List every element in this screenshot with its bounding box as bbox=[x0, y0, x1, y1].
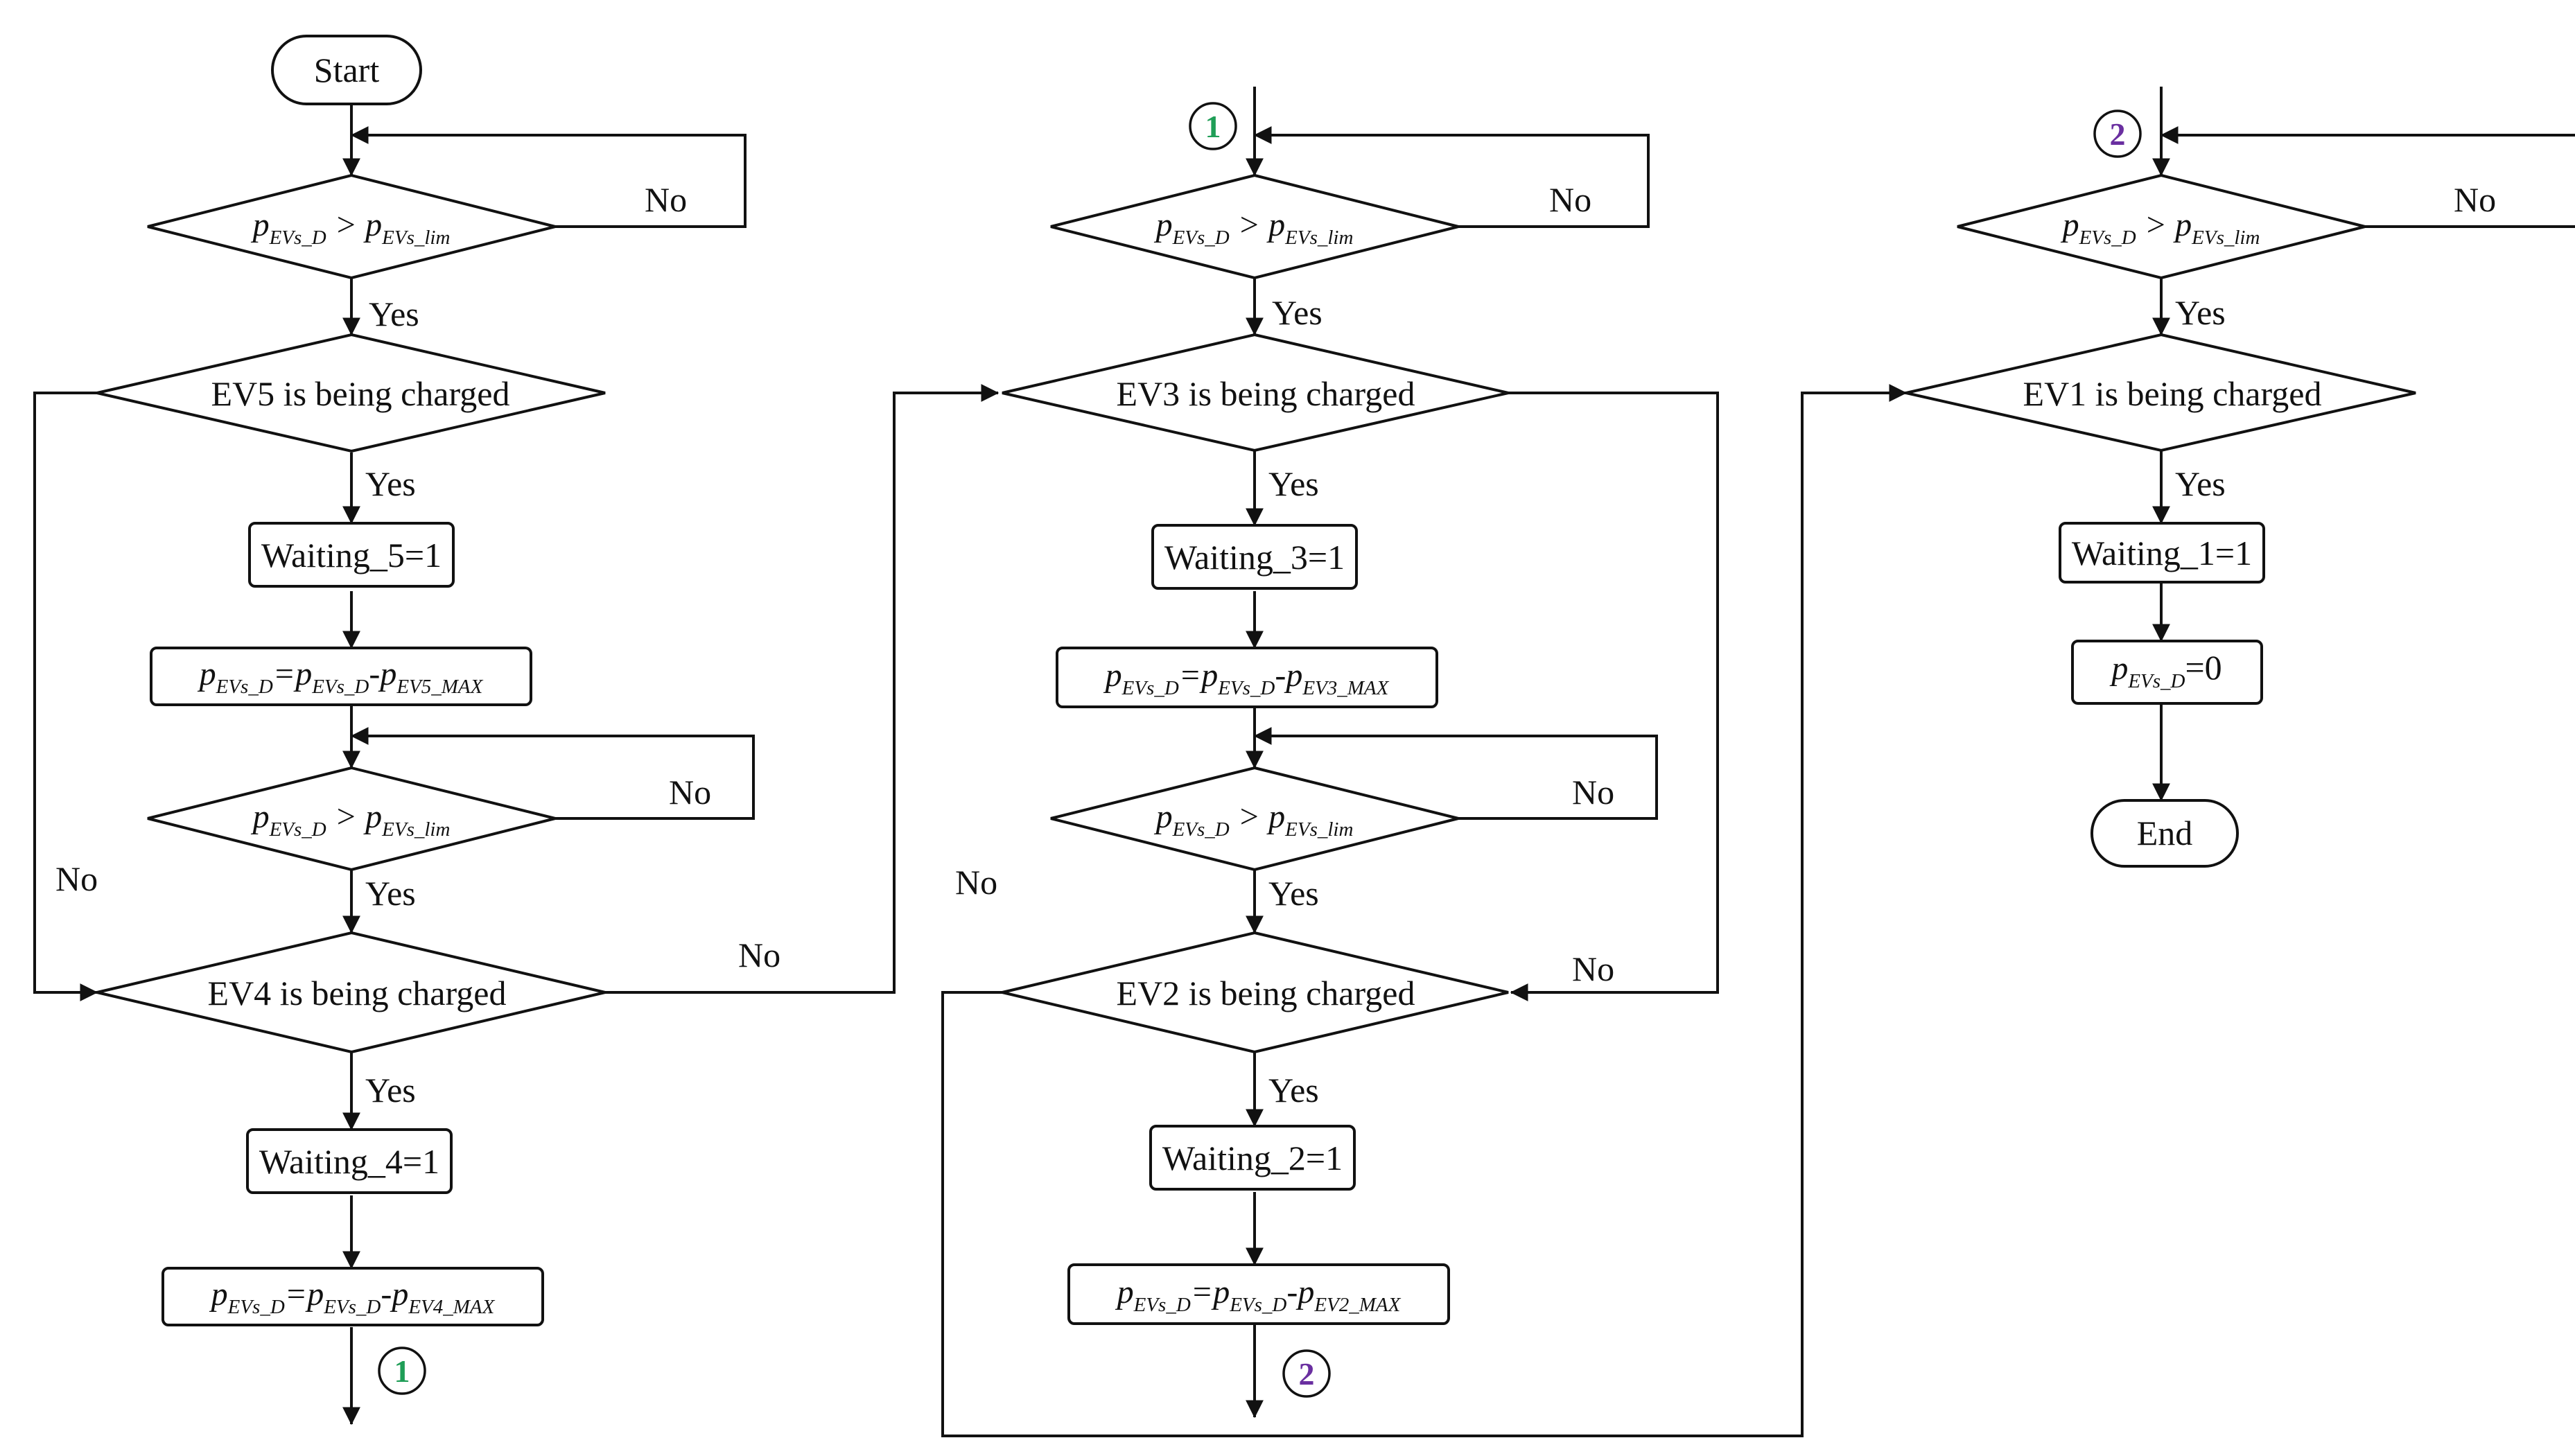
process-label: Waiting_2=1 bbox=[1162, 1139, 1343, 1177]
yes-label: Yes bbox=[1268, 464, 1319, 503]
yes-label: Yes bbox=[365, 464, 416, 503]
decision-power-limit-1: pEVs_D>pEVs_lim bbox=[147, 173, 556, 280]
branch-labels: Yes Yes Yes Yes Yes Yes Yes Yes Yes Yes … bbox=[55, 180, 2496, 1109]
decision-label: EV3 is being charged bbox=[1117, 374, 1415, 413]
decision-label: EV1 is being charged bbox=[2023, 374, 2322, 413]
equation-text: pEVs_D=pEVs_D-pEV5_MAX bbox=[198, 656, 484, 698]
flow-lines bbox=[33, 87, 2575, 1437]
no-label: No bbox=[738, 936, 780, 974]
start-terminal: Start bbox=[271, 35, 422, 105]
connector-number: 1 bbox=[394, 1353, 410, 1389]
no-label: No bbox=[1549, 180, 1591, 219]
decision-power-limit-4: pEVs_D>pEVs_lim bbox=[1050, 766, 1459, 872]
yes-label: Yes bbox=[1268, 1071, 1319, 1109]
equation-text: pEVs_D=pEVs_D-pEV2_MAX bbox=[1115, 1274, 1402, 1316]
condition-text: pEVs_D>pEVs_lim bbox=[2061, 207, 2260, 249]
decision-ev3-charged: EV3 is being charged bbox=[1002, 333, 1509, 453]
connector-number: 2 bbox=[2110, 116, 2126, 152]
decision-ev1-charged: EV1 is being charged bbox=[1905, 333, 2416, 453]
end-label: End bbox=[2137, 814, 2193, 852]
process-waiting-4: Waiting_4=1 bbox=[246, 1128, 453, 1194]
decision-power-limit-2: pEVs_D>pEVs_lim bbox=[147, 766, 556, 872]
condition-text: pEVs_D>pEVs_lim bbox=[1154, 207, 1354, 249]
no-label: No bbox=[669, 773, 711, 812]
connector-2-in: 2 bbox=[2093, 109, 2142, 158]
no-label: No bbox=[1572, 949, 1614, 988]
process-waiting-2: Waiting_2=1 bbox=[1149, 1125, 1356, 1191]
yes-label: Yes bbox=[2175, 464, 2226, 503]
process-label: Waiting_5=1 bbox=[261, 536, 442, 574]
process-label: Waiting_1=1 bbox=[2072, 534, 2252, 572]
equation-text: pEVs_D=0 bbox=[2109, 648, 2222, 692]
condition-text: pEVs_D>pEVs_lim bbox=[1154, 798, 1354, 841]
connector-2-out: 2 bbox=[1282, 1349, 1331, 1398]
decision-power-limit-3: pEVs_D>pEVs_lim bbox=[1050, 173, 1459, 280]
process-power-update-ev5: pEVs_D=pEVs_D-pEV5_MAX bbox=[150, 647, 532, 706]
process-waiting-3: Waiting_3=1 bbox=[1151, 524, 1358, 590]
no-label: No bbox=[1572, 773, 1614, 812]
decision-label: EV4 is being charged bbox=[208, 974, 507, 1012]
decision-label: EV5 is being charged bbox=[211, 374, 510, 413]
connector-1-in: 1 bbox=[1189, 102, 1237, 150]
process-power-update-ev2: pEVs_D=pEVs_D-pEV2_MAX bbox=[1067, 1263, 1450, 1325]
process-waiting-1: Waiting_1=1 bbox=[2059, 522, 2265, 584]
process-waiting-5: Waiting_5=1 bbox=[248, 522, 455, 588]
end-terminal: End bbox=[2090, 799, 2239, 868]
yes-label: Yes bbox=[1268, 874, 1319, 913]
decision-power-limit-5: pEVs_D>pEVs_lim bbox=[1957, 173, 2366, 280]
connector-number: 2 bbox=[1299, 1356, 1315, 1392]
process-power-update-ev3: pEVs_D=pEVs_D-pEV3_MAX bbox=[1056, 647, 1438, 708]
decision-ev2-charged: EV2 is being charged bbox=[1002, 931, 1509, 1054]
yes-label: Yes bbox=[2175, 293, 2226, 332]
yes-label: Yes bbox=[1272, 293, 1323, 332]
condition-text: pEVs_D>pEVs_lim bbox=[251, 207, 451, 249]
no-label: No bbox=[645, 180, 687, 219]
process-power-update-ev4: pEVs_D=pEVs_D-pEV4_MAX bbox=[162, 1267, 544, 1326]
decision-label: EV2 is being charged bbox=[1117, 974, 1415, 1012]
yes-label: Yes bbox=[365, 874, 416, 913]
equation-text: pEVs_D=pEVs_D-pEV3_MAX bbox=[1103, 657, 1390, 699]
no-label: No bbox=[2454, 180, 2496, 219]
connector-number: 1 bbox=[1205, 109, 1221, 144]
process-label: Waiting_3=1 bbox=[1164, 538, 1345, 577]
no-label: No bbox=[55, 859, 98, 898]
yes-label: Yes bbox=[369, 295, 419, 333]
decision-ev5-charged: EV5 is being charged bbox=[96, 333, 606, 453]
no-label: No bbox=[955, 863, 997, 902]
equation-text: pEVs_D=pEVs_D-pEV4_MAX bbox=[209, 1276, 496, 1318]
process-power-reset: pEVs_D=0 bbox=[2071, 640, 2263, 705]
condition-text: pEVs_D>pEVs_lim bbox=[251, 798, 451, 841]
start-label: Start bbox=[314, 51, 380, 89]
yes-label: Yes bbox=[365, 1071, 416, 1109]
process-label: Waiting_4=1 bbox=[259, 1142, 439, 1181]
connector-1-out: 1 bbox=[378, 1347, 426, 1395]
decision-ev4-charged: EV4 is being charged bbox=[96, 931, 606, 1054]
